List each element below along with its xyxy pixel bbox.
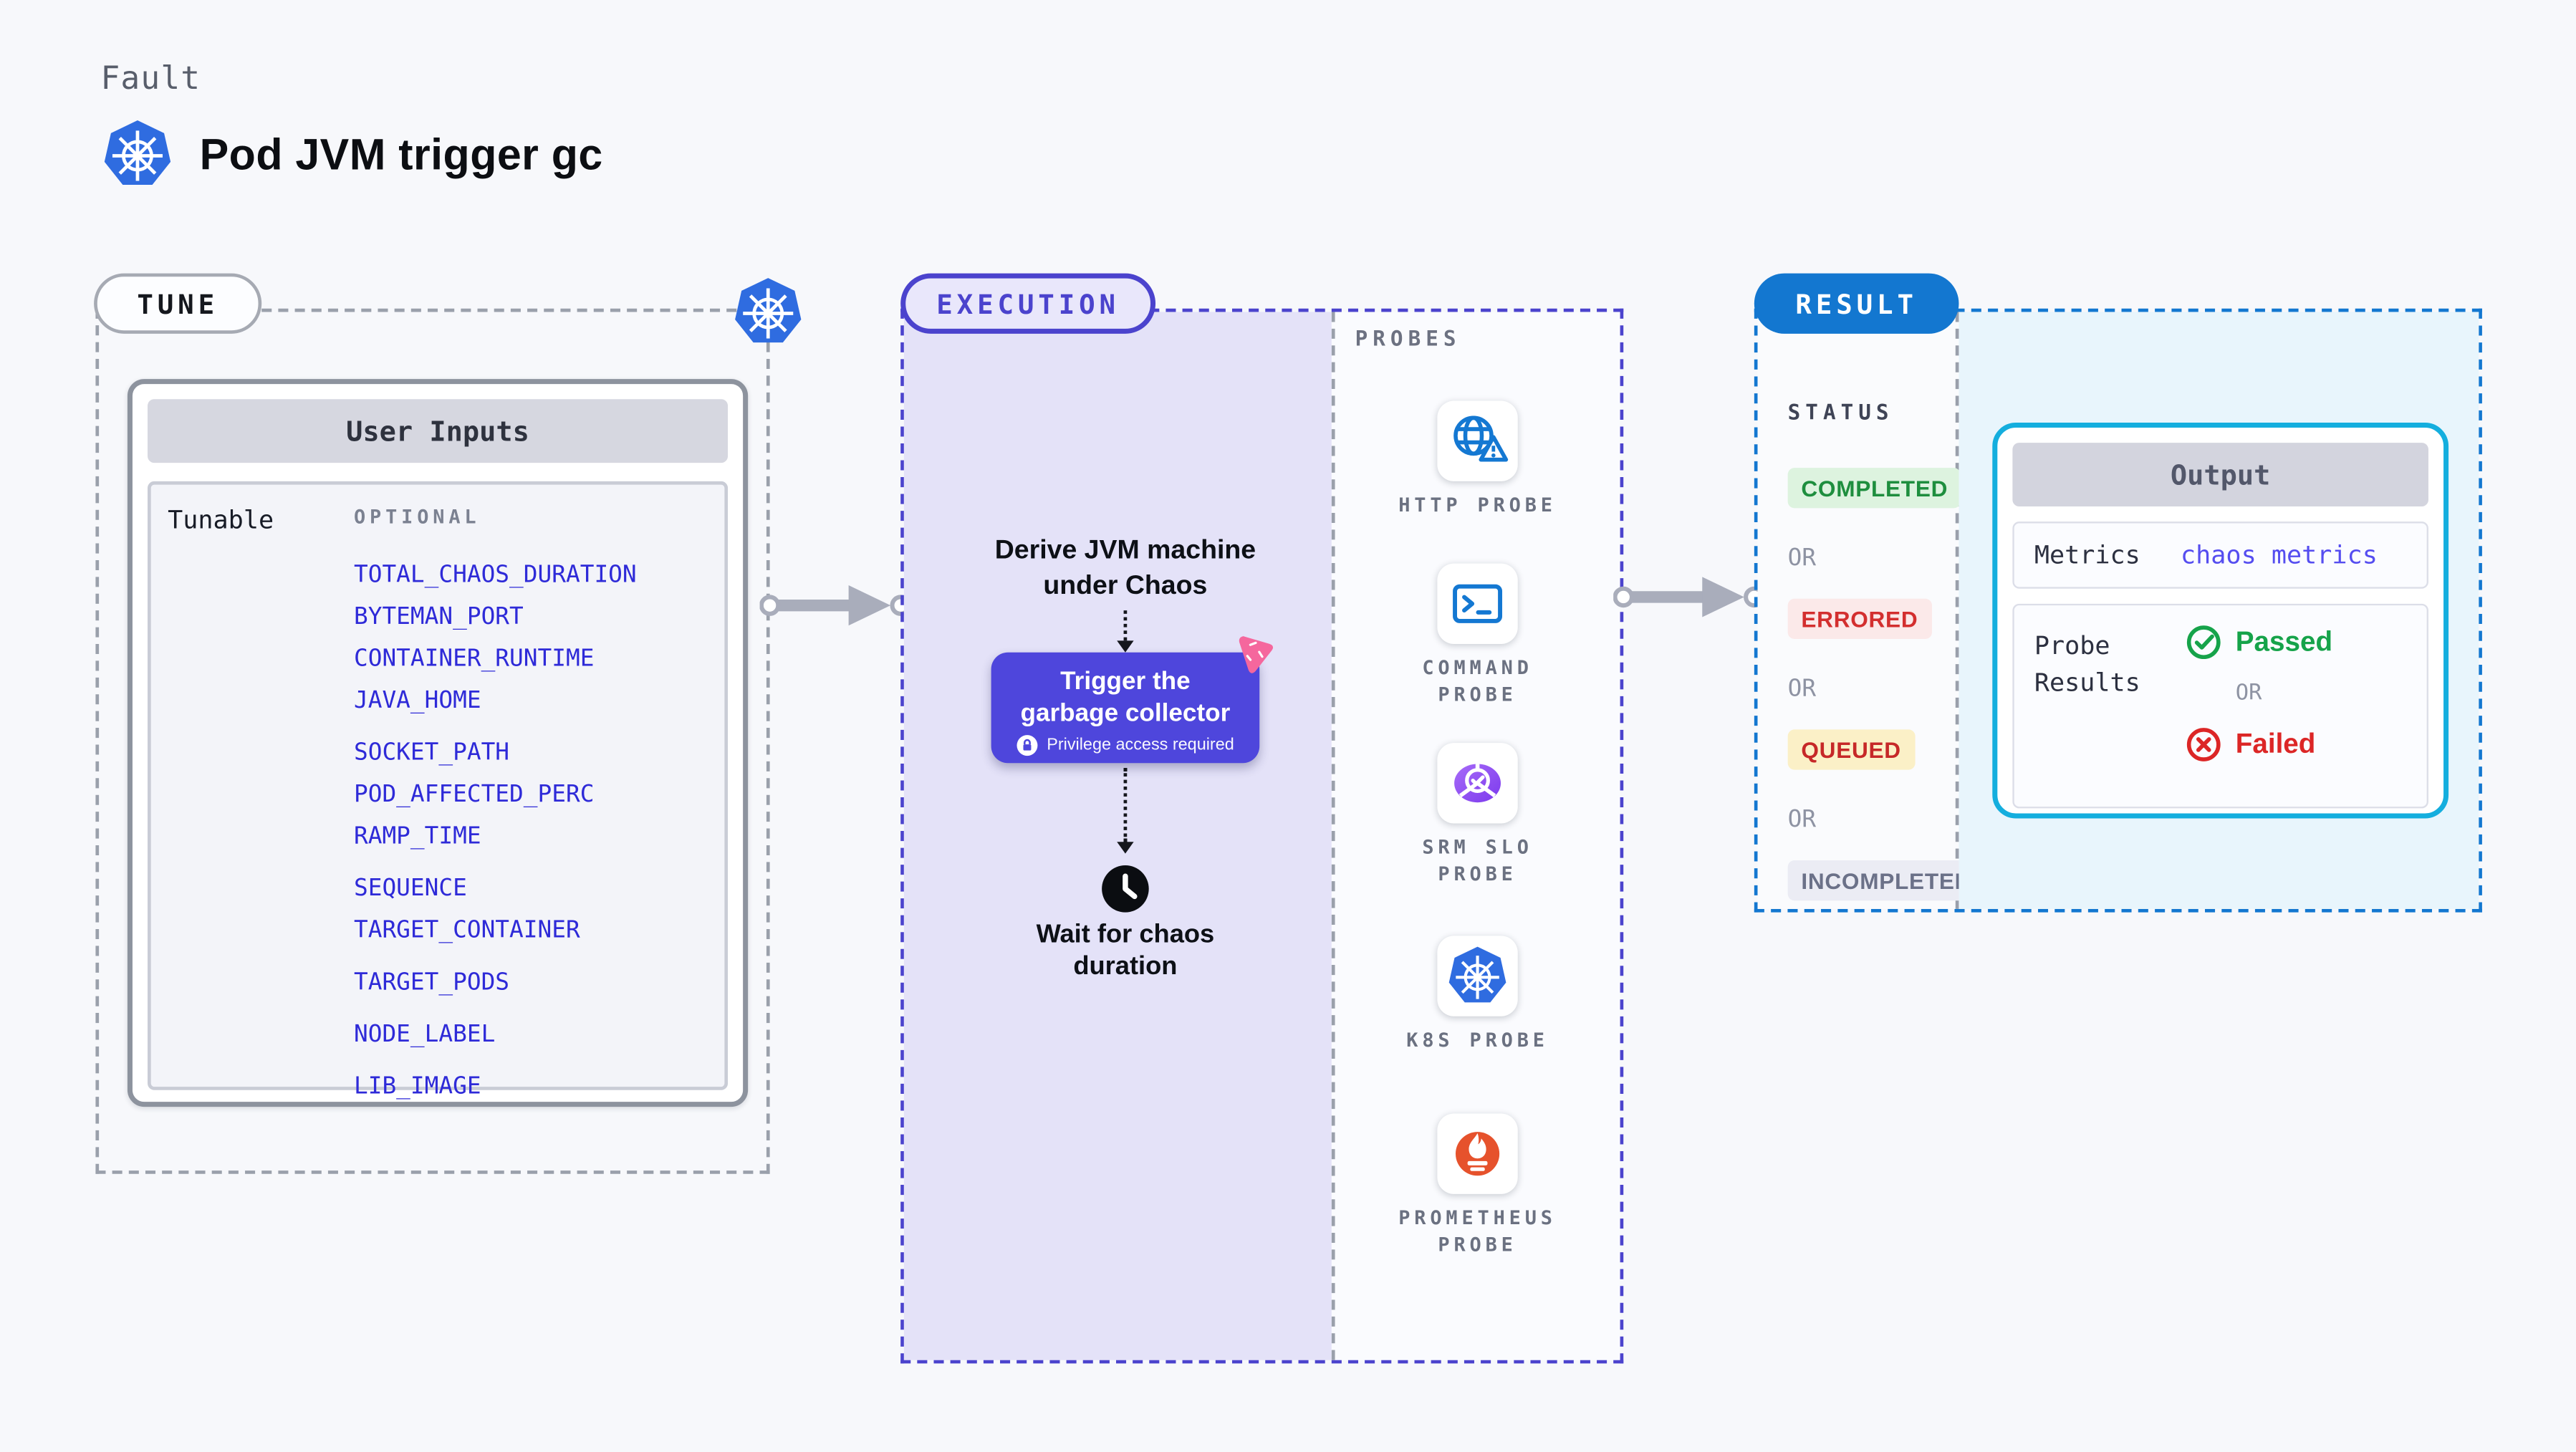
litmus-chaos-icon xyxy=(1231,632,1277,678)
user-inputs-body: Tunable OPTIONAL TOTAL_CHAOS_DURATION BY… xyxy=(148,481,729,1100)
connector-line xyxy=(1123,610,1128,641)
status-badges-list: COMPLETED OR ERRORED OR QUEUED OR INCOMP… xyxy=(1787,468,1985,901)
passed-label: Passed xyxy=(2235,626,2333,657)
tune-section-pill: TUNE xyxy=(94,273,262,334)
command-probe-card xyxy=(1437,563,1518,645)
connector-line xyxy=(1123,768,1128,842)
status-badge-errored: ERRORED xyxy=(1787,598,1932,639)
derive-step-label: Derive JVM machine under Chaos xyxy=(994,537,1256,601)
terminal-icon xyxy=(1446,572,1509,635)
page-title-row: Pod JVM trigger gc xyxy=(100,117,602,191)
user-inputs-card: User Inputs Tunable OPTIONAL TOTAL_CHAOS… xyxy=(127,379,749,1107)
slo-gauge-icon xyxy=(1446,751,1509,815)
probe-results-row: Probe Results Passed OR Failed xyxy=(2012,603,2428,809)
probe-results-label: Probe Results xyxy=(2034,630,2140,698)
tunable-total-chaos-duration[interactable]: TOTAL_CHAOS_DURATION xyxy=(353,562,637,589)
tunable-byteman-port[interactable]: BYTEMAN_PORT xyxy=(353,603,524,631)
fault-kicker: Fault xyxy=(100,60,201,97)
connector-arrowhead xyxy=(1117,640,1134,653)
status-badge-incompleted: INCOMPLETED xyxy=(1787,860,1985,901)
tunable-sequence[interactable]: SEQUENCE xyxy=(353,875,467,903)
trigger-gc-node-title: Trigger the garbage collector xyxy=(1020,667,1231,729)
check-circle-icon xyxy=(2186,624,2223,661)
status-badge-completed: COMPLETED xyxy=(1787,468,1961,509)
http-probe-card xyxy=(1437,400,1518,481)
result-section-pill: RESULT xyxy=(1754,273,1959,334)
tunable-pod-affected-perc[interactable]: POD_AFFECTED_PERC xyxy=(353,781,595,809)
optional-group-label: OPTIONAL xyxy=(353,504,481,529)
probe-label: SRM SLO PROBE xyxy=(1422,835,1533,885)
metrics-row: Metrics chaos metrics xyxy=(2012,521,2428,589)
privilege-label: Privilege access required xyxy=(1047,736,1234,755)
or-label: OR xyxy=(1787,675,1817,703)
tune-section: User Inputs Tunable OPTIONAL TOTAL_CHAOS… xyxy=(95,309,769,1174)
probe-item-prometheus: PROMETHEUS PROBE xyxy=(1335,1113,1620,1258)
tunable-java-home[interactable]: JAVA_HOME xyxy=(353,687,481,715)
status-column: STATUS COMPLETED OR ERRORED OR QUEUED OR… xyxy=(1757,312,1985,909)
probe-results-values: Passed OR Failed xyxy=(2186,624,2333,764)
status-header: STATUS xyxy=(1787,399,1894,425)
probe-label: PROMETHEUS PROBE xyxy=(1398,1206,1557,1256)
globe-alert-icon xyxy=(1446,409,1509,473)
probes-column: PROBES HTTP PROBE COMMAND PROBE SRM SLO … xyxy=(1331,312,1620,1360)
execution-section-pill: EXECUTION xyxy=(900,273,1156,334)
probes-header: PROBES xyxy=(1355,325,1461,351)
probe-item-k8s: K8S PROBE xyxy=(1335,936,1620,1054)
connector-arrowhead xyxy=(1117,842,1134,854)
result-section: STATUS COMPLETED OR ERRORED OR QUEUED OR… xyxy=(1754,308,2482,913)
output-area: Output Metrics chaos metrics Probe Resul… xyxy=(1959,312,2479,909)
output-card: Output Metrics chaos metrics Probe Resul… xyxy=(1992,422,2449,819)
privilege-row: Privilege access required xyxy=(991,734,1260,756)
probe-label: K8S PROBE xyxy=(1406,1028,1549,1052)
lock-icon xyxy=(1017,734,1038,756)
trigger-gc-node: Trigger the garbage collector Privilege … xyxy=(991,653,1260,764)
tunable-target-container[interactable]: TARGET_CONTAINER xyxy=(353,917,580,945)
page-title: Pod JVM trigger gc xyxy=(199,128,603,179)
prometheus-flame-icon xyxy=(1446,1122,1509,1186)
probe-item-command: COMMAND PROBE xyxy=(1335,563,1620,708)
or-label: OR xyxy=(1787,544,1817,572)
tunable-label: Tunable xyxy=(168,504,274,535)
failed-label: Failed xyxy=(2235,729,2316,759)
or-label: OR xyxy=(2235,681,2262,706)
output-card-title: Output xyxy=(2012,443,2428,507)
tunables-list: OPTIONAL TOTAL_CHAOS_DURATION BYTEMAN_PO… xyxy=(354,505,637,1100)
probe-item-http: HTTP PROBE xyxy=(1335,400,1620,519)
tunable-node-label[interactable]: NODE_LABEL xyxy=(353,1021,496,1049)
execution-to-result-arrow xyxy=(1613,574,1764,621)
clock-icon xyxy=(1100,864,1150,914)
wait-step-label: Wait for chaos duration xyxy=(1036,920,1215,981)
metrics-value: chaos metrics xyxy=(2181,539,2378,570)
tune-to-execution-arrow xyxy=(760,582,911,629)
prometheus-probe-card xyxy=(1437,1113,1518,1194)
x-circle-icon xyxy=(2186,726,2223,764)
probe-label: COMMAND PROBE xyxy=(1422,655,1533,706)
metrics-label: Metrics xyxy=(2034,539,2140,570)
failed-line: Failed xyxy=(2186,726,2316,764)
kubernetes-icon xyxy=(1446,944,1509,1008)
tunable-target-pods[interactable]: TARGET_PODS xyxy=(353,969,510,996)
srm-slo-probe-card xyxy=(1437,743,1518,824)
passed-line: Passed xyxy=(2186,624,2333,661)
execution-flow-area: Derive JVM machine under Chaos Trigger t… xyxy=(903,312,1332,1360)
tunable-container-runtime[interactable]: CONTAINER_RUNTIME xyxy=(353,645,595,673)
probe-label: HTTP PROBE xyxy=(1398,493,1557,517)
user-inputs-title: User Inputs xyxy=(148,399,729,463)
tunable-socket-path[interactable]: SOCKET_PATH xyxy=(353,739,510,766)
tunable-lib-image[interactable]: LIB_IMAGE xyxy=(353,1073,481,1100)
status-badge-queued: QUEUED xyxy=(1787,729,1915,770)
kubernetes-icon xyxy=(100,117,174,191)
k8s-probe-card xyxy=(1437,936,1518,1016)
tunable-ramp-time[interactable]: RAMP_TIME xyxy=(353,823,481,850)
execution-section: Derive JVM machine under Chaos Trigger t… xyxy=(900,308,1624,1364)
probe-item-srm-slo: SRM SLO PROBE xyxy=(1335,743,1620,887)
kubernetes-icon xyxy=(731,275,805,349)
or-label: OR xyxy=(1787,807,1817,834)
